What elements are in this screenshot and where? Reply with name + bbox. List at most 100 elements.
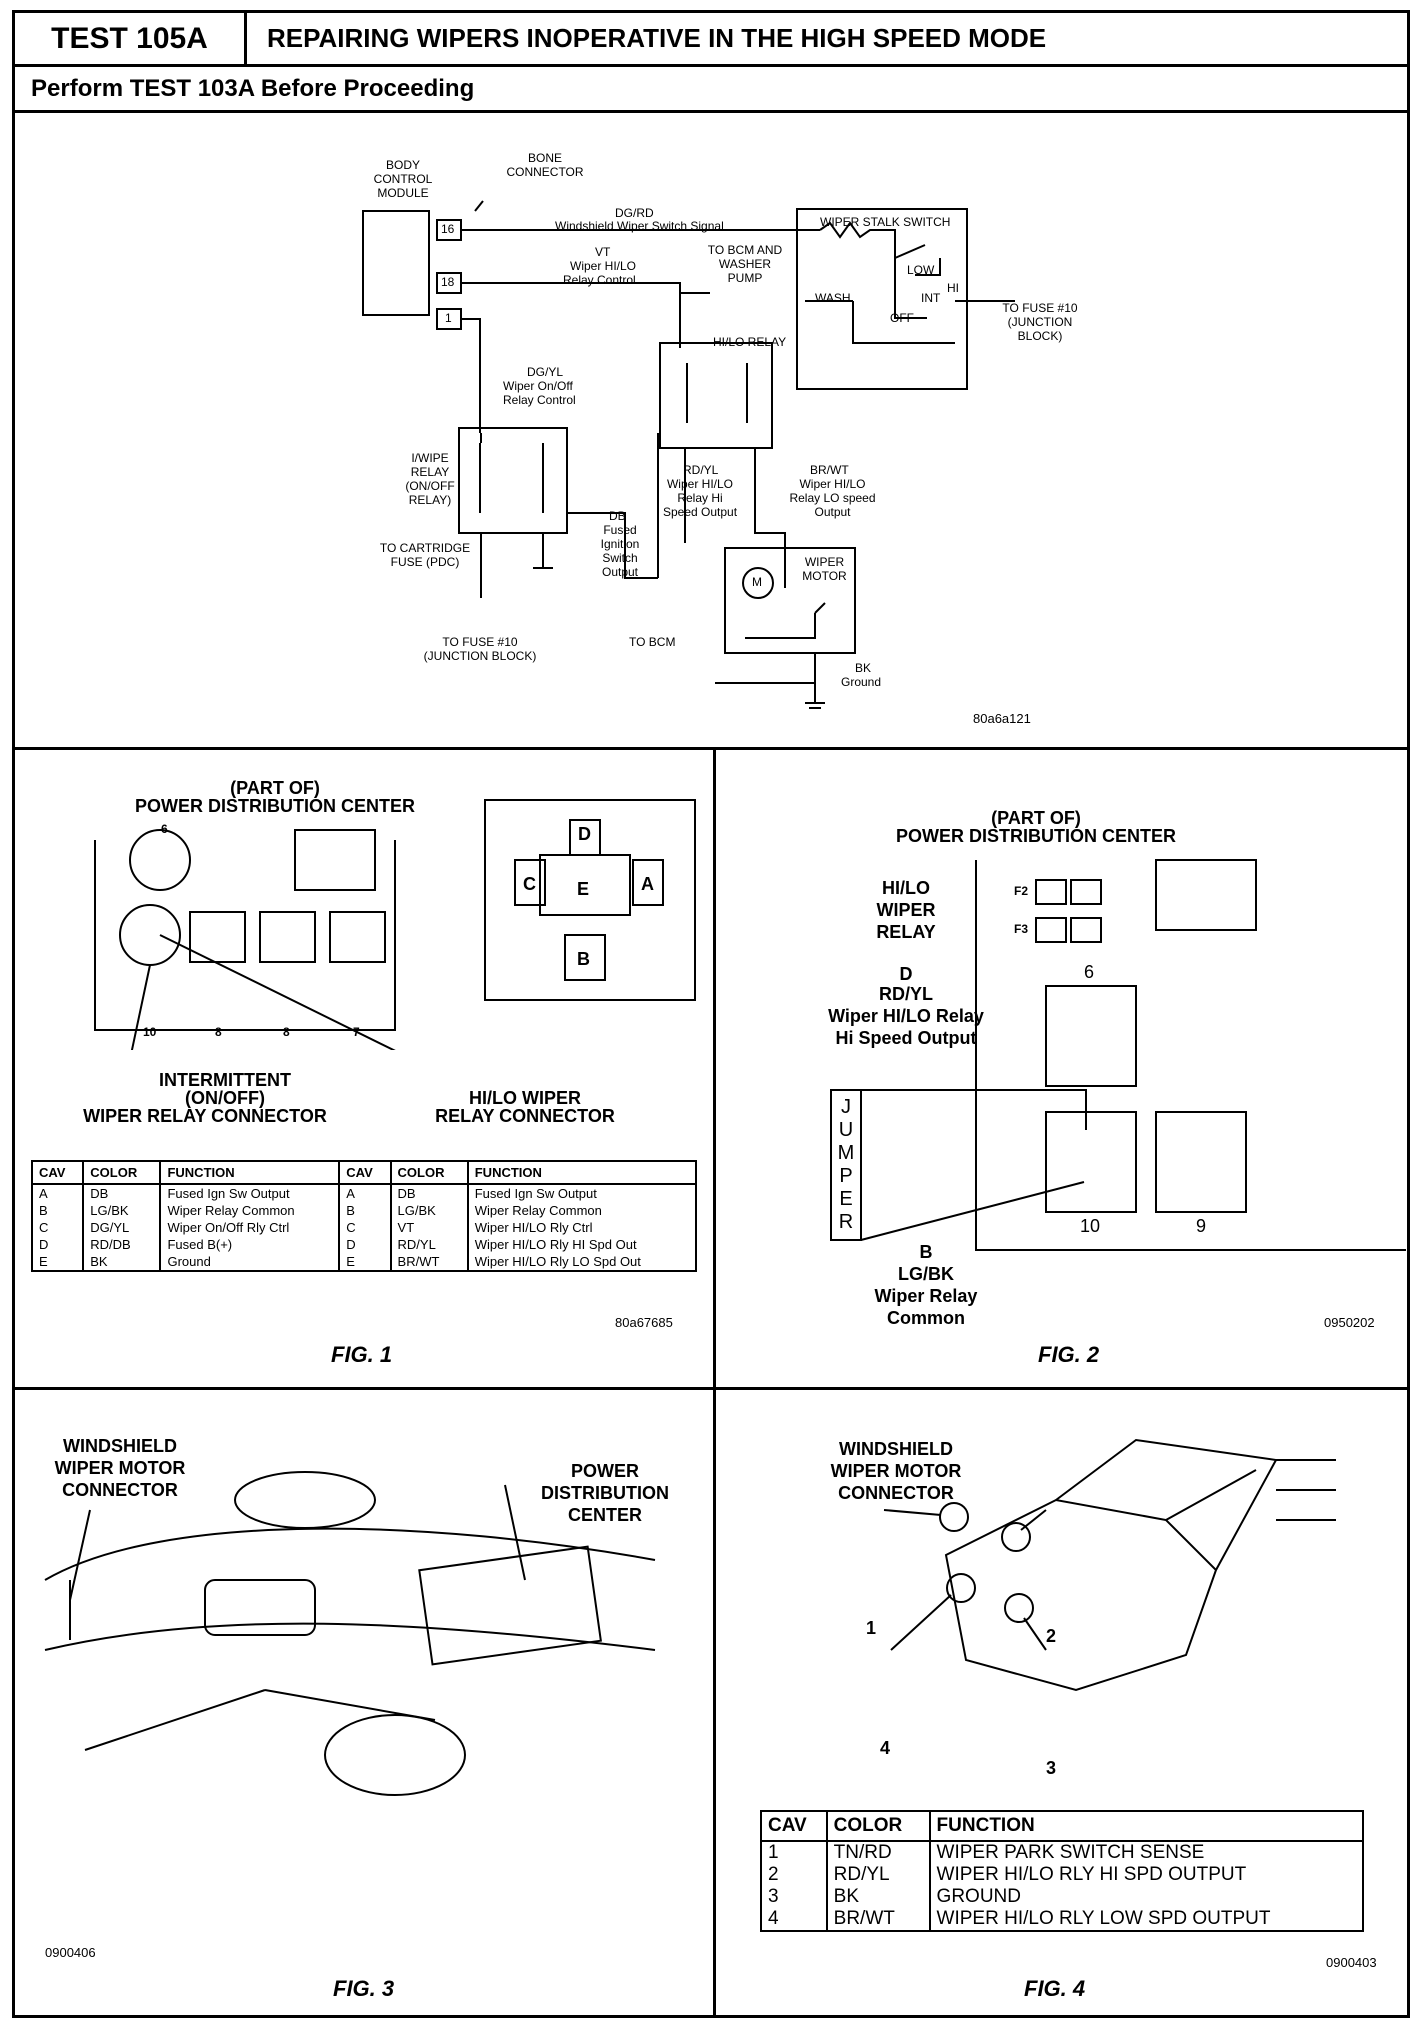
stalk-switch-box — [796, 208, 968, 390]
cell: Fused Ign Sw Output — [466, 1184, 698, 1202]
cavity-a — [632, 859, 664, 906]
cell: DB — [389, 1184, 469, 1202]
wire-bk-desc: Ground — [841, 675, 882, 689]
wire-brwt: BR/WT — [810, 463, 849, 477]
cell: Ground — [159, 1253, 341, 1272]
pin-16: 16 — [441, 222, 455, 236]
hilo-relay-label: HI/LO RELAY — [713, 335, 787, 349]
cell: BR/WT — [389, 1253, 469, 1272]
fig2-d-desc1: Wiper HI/LO Relay — [828, 1006, 984, 1026]
pin-18: 18 — [441, 275, 455, 289]
fig4-conn-label: WINDSHIELD WIPER MOTOR CONNECTOR — [830, 1439, 962, 1503]
fig1-slot-7: 7 — [353, 1025, 360, 1039]
fig2-panel: (PART OF) POWER DISTRIBUTION CENTER HI/L… — [716, 750, 1407, 1387]
cell: BK — [825, 1886, 931, 1908]
cell: BR/WT — [825, 1908, 931, 1932]
bcm-label: BODY CONTROL MODULE — [373, 158, 433, 200]
prerequisite-note: Perform TEST 103A Before Proceeding — [15, 67, 1407, 113]
th-color-2: COLOR — [389, 1160, 469, 1185]
wire-db: DB — [609, 509, 626, 523]
cell: GROUND — [928, 1886, 1365, 1908]
th-cav: CAV — [760, 1810, 828, 1842]
pin-3-label: 3 — [1046, 1758, 1057, 1778]
fig2-label: FIG. 2 — [1038, 1342, 1100, 1367]
fig1-part-of: (PART OF) — [230, 778, 320, 798]
fig1-pdc-drawing: D C E A B — [94, 799, 696, 1050]
cell: E — [338, 1253, 392, 1272]
fig1-panel: (PART OF) POWER DISTRIBUTION CENTER D C … — [15, 750, 713, 1387]
fig1-hilo-wiper: HI/LO WIPER — [469, 1088, 581, 1108]
wire-brwt-desc: Wiper HI/LO Relay LO speed Output — [789, 477, 876, 519]
pin-1-cavity — [939, 1502, 969, 1532]
pin-4-label: 4 — [880, 1738, 891, 1758]
to-bcm: TO BCM — [629, 635, 676, 649]
wiring-schematic — [362, 200, 1015, 709]
cell: Wiper On/Off Rly Ctrl — [159, 1219, 341, 1236]
cell: Wiper HI/LO Rly HI Spd Out — [466, 1236, 698, 1253]
fuse-f2: F2 — [1014, 884, 1029, 898]
slot-10-relay — [1045, 1111, 1137, 1213]
divider-schematic — [15, 747, 1407, 750]
fig2-pdc-drawing — [830, 859, 1406, 1251]
cell: Wiper HI/LO Rly Ctrl — [466, 1219, 698, 1236]
th-cav: CAV — [30, 1160, 85, 1185]
to-fuse10-right: TO FUSE #10 (JUNCTION BLOCK) — [1002, 301, 1078, 343]
motor-connector-drawing — [883, 1438, 1336, 1692]
fig3-code: 0900406 — [45, 1945, 96, 1960]
wire-dgrd: DG/RD — [615, 206, 654, 220]
svg-text:B: B — [577, 949, 590, 969]
wire-bk: BK — [855, 661, 872, 675]
cell: Fused Ign Sw Output — [159, 1184, 341, 1202]
fig2-d-desc2: Hi Speed Output — [835, 1028, 977, 1048]
pin-2-label: 2 — [1046, 1626, 1057, 1646]
fig1-on-off: (ON/OFF) — [185, 1088, 265, 1108]
th-color: COLOR — [825, 1810, 931, 1842]
svg-text:C: C — [523, 874, 536, 894]
schematic-labels: BODY CONTROL MODULE BONE CONNECTOR 16 18… — [15, 113, 1407, 743]
motor-label: WIPER MOTOR — [802, 555, 847, 583]
jumper-letter: U — [838, 1119, 854, 1141]
fig1-slot-6: 6 — [161, 822, 168, 836]
divider-vertical — [713, 747, 716, 2018]
pin-1-label: 1 — [866, 1618, 877, 1638]
sw-off: OFF — [890, 311, 914, 325]
cell: BK — [82, 1253, 162, 1272]
th-function: FUNCTION — [159, 1160, 341, 1185]
test-number: TEST 105A — [15, 13, 247, 64]
fig4-code: 0900403 — [1326, 1955, 1377, 1970]
cavity-d — [569, 819, 601, 856]
slot-9-relay — [1155, 1111, 1247, 1213]
cell: DB — [82, 1184, 162, 1202]
cell: E — [30, 1253, 85, 1272]
svg-text:A: A — [641, 874, 654, 894]
fig1-intermittent: INTERMITTENT — [159, 1070, 291, 1090]
fig2-pin-b: B — [919, 1242, 933, 1262]
cell: Fused B(+) — [159, 1236, 341, 1253]
fig2-part-of: (PART OF) — [991, 808, 1081, 828]
fuse-f3: F3 — [1014, 922, 1029, 936]
engine-bay-drawing — [44, 1471, 656, 1796]
cell: RD/YL — [389, 1236, 469, 1253]
cell: C — [338, 1219, 392, 1236]
sw-wash: WASH — [815, 291, 851, 305]
cell: C — [30, 1219, 85, 1236]
cell: TN/RD — [825, 1841, 931, 1864]
cell: B — [30, 1202, 85, 1219]
cell: RD/DB — [82, 1236, 162, 1253]
jumper-wire — [830, 1089, 862, 1241]
pin-4-cavity — [946, 1573, 976, 1603]
cell: Wiper Relay Common — [466, 1202, 698, 1219]
fig1-slot-8a: 8 — [215, 1025, 222, 1039]
iwipe-relay-box — [458, 427, 568, 534]
fig2-b-desc1: Wiper Relay — [874, 1286, 978, 1306]
fig3-panel: WINDSHIELD WIPER MOTOR CONNECTOR POWER D… — [15, 1390, 713, 2018]
divider-figs — [15, 1387, 1407, 1390]
